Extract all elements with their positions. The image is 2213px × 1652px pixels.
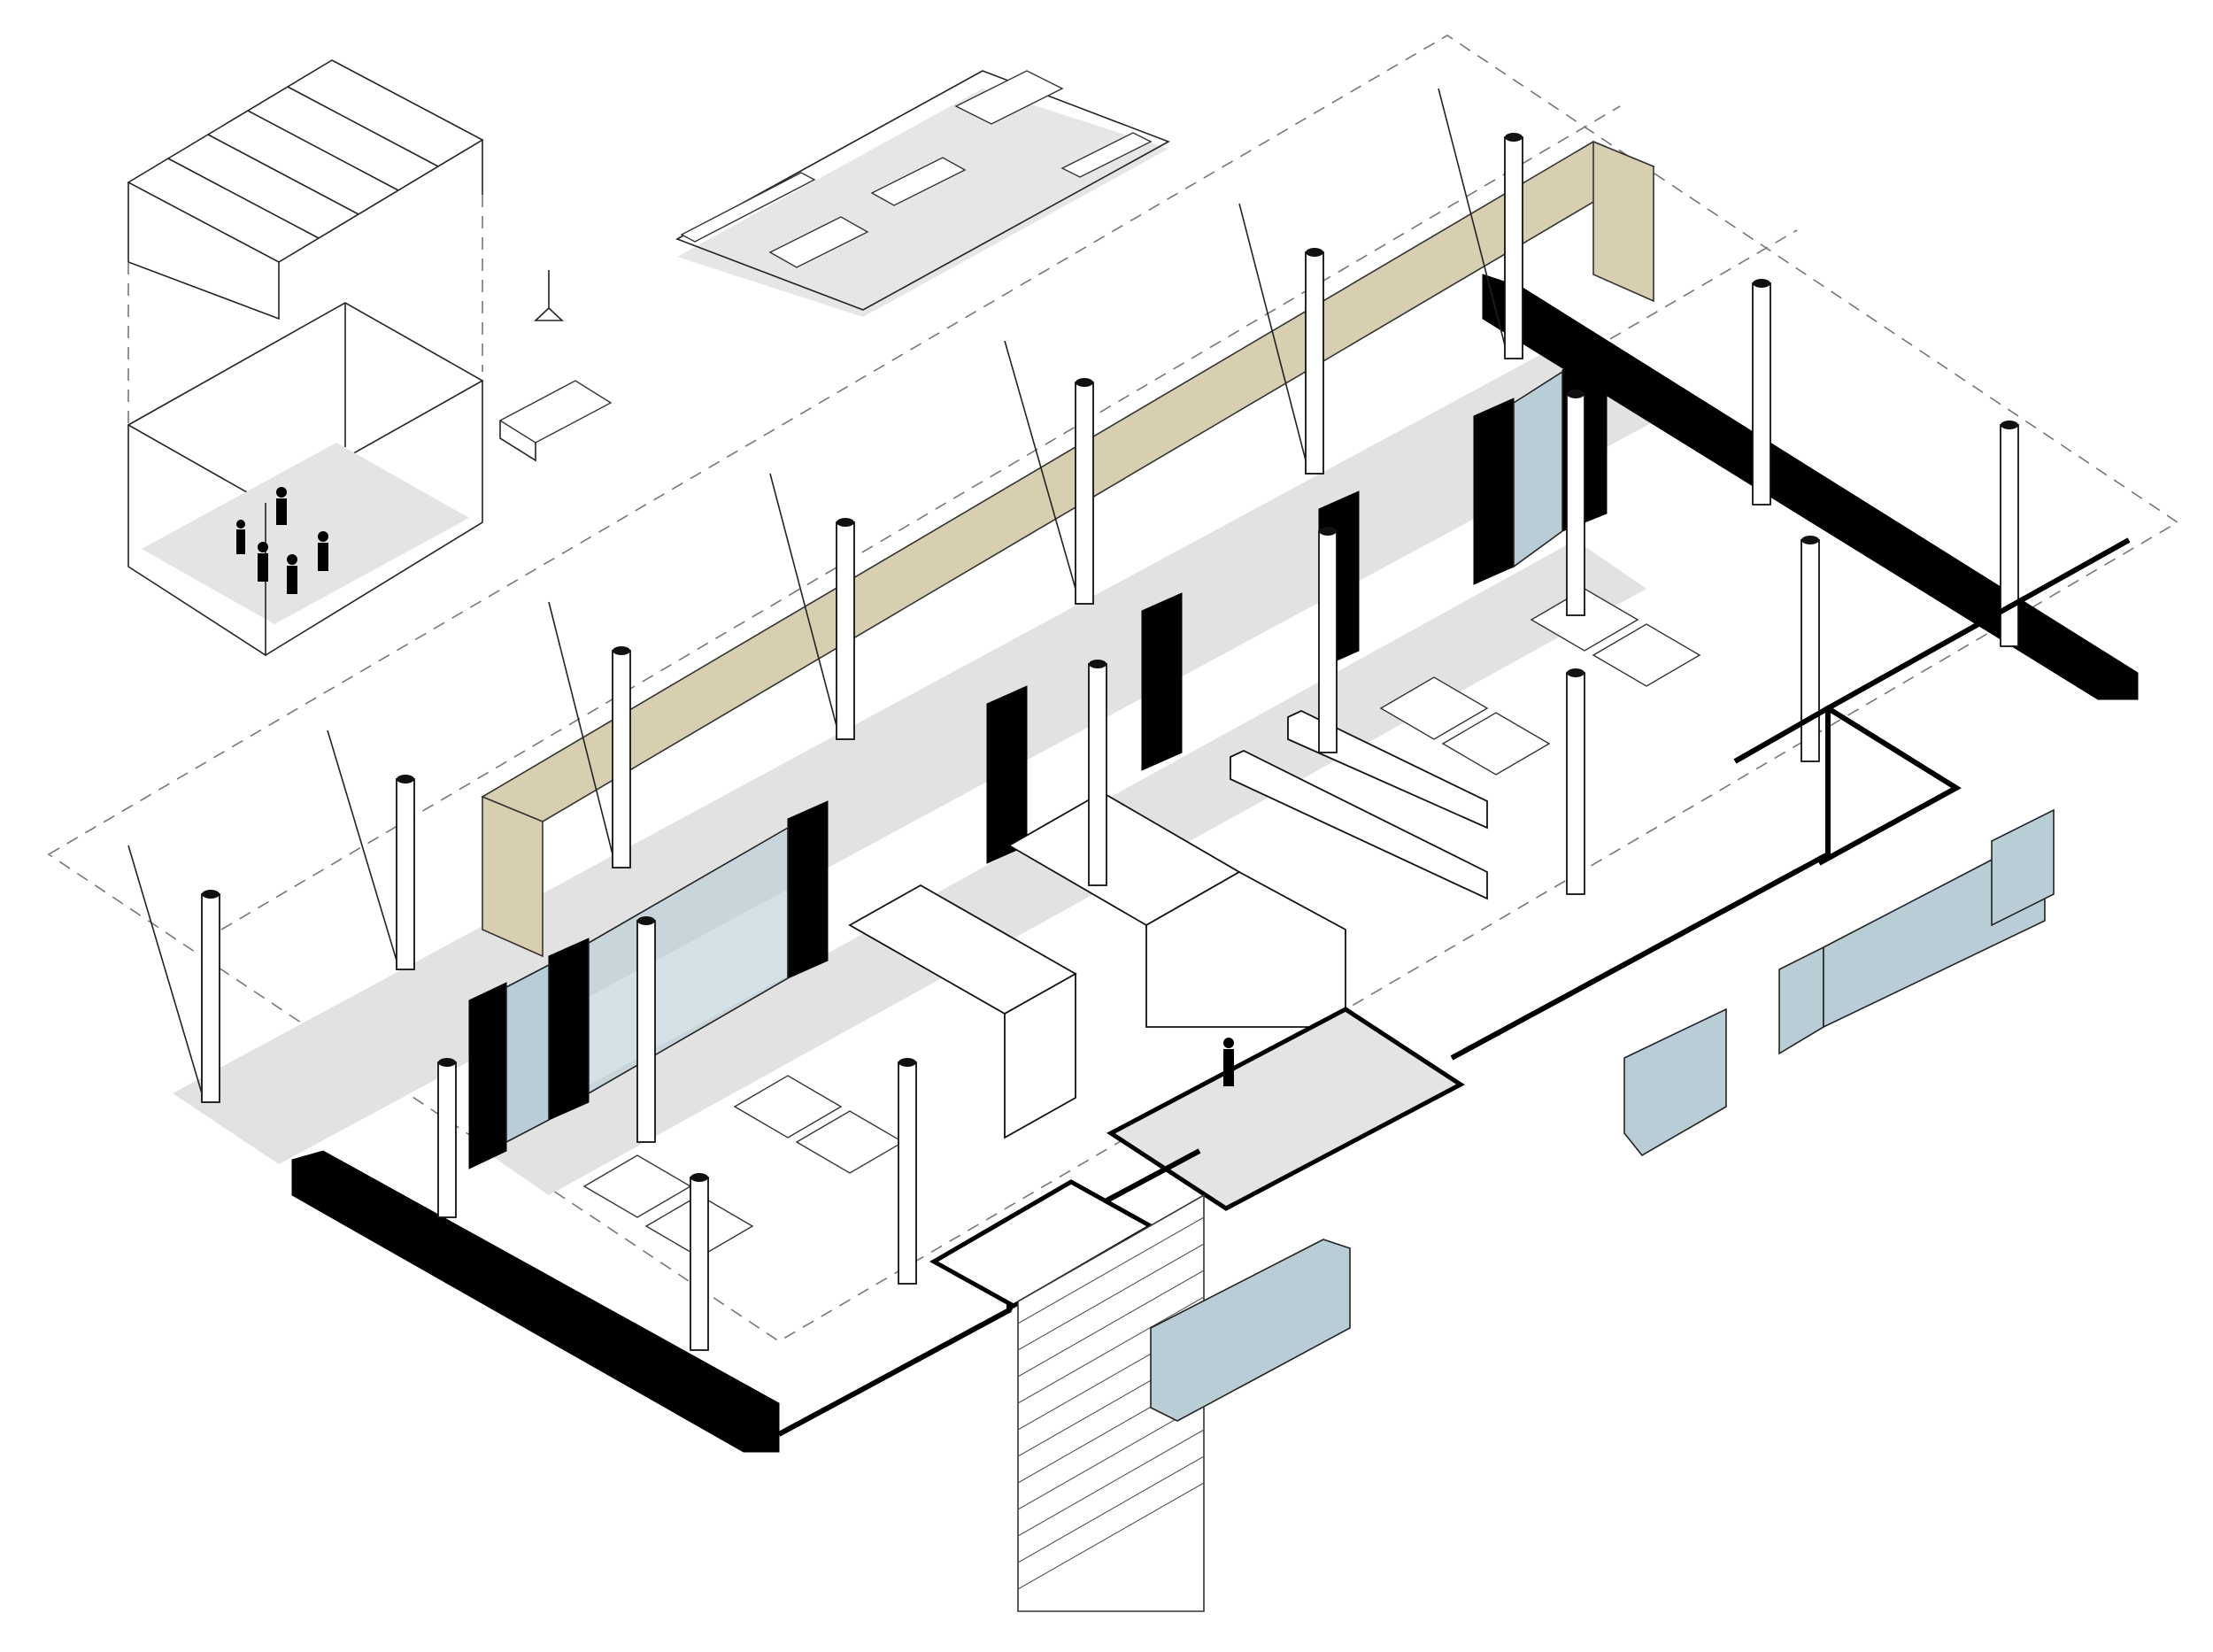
partition-screens bbox=[1230, 710, 1488, 900]
person-silhouette-icon bbox=[1223, 1038, 1234, 1086]
glass-partition-icon bbox=[1150, 808, 2055, 1422]
stair-icon bbox=[929, 1179, 1205, 1612]
person-silhouette-icon bbox=[236, 487, 328, 594]
column-icon bbox=[201, 133, 2019, 1351]
meeting-table-icon bbox=[498, 380, 613, 462]
bracing-struts bbox=[127, 88, 1506, 1094]
workstation-desk-icon bbox=[582, 588, 1701, 1258]
exploded-ceiling-box bbox=[127, 59, 484, 425]
exploded-room-box bbox=[127, 302, 484, 657]
black-wall-front bbox=[291, 1150, 780, 1453]
grey-floor-band bbox=[173, 345, 1664, 1195]
timber-beam bbox=[481, 140, 1655, 958]
exploded-furniture-plate bbox=[675, 70, 1170, 317]
pendant-lamp-icon bbox=[533, 270, 565, 321]
interior-rooms bbox=[848, 791, 1465, 1211]
